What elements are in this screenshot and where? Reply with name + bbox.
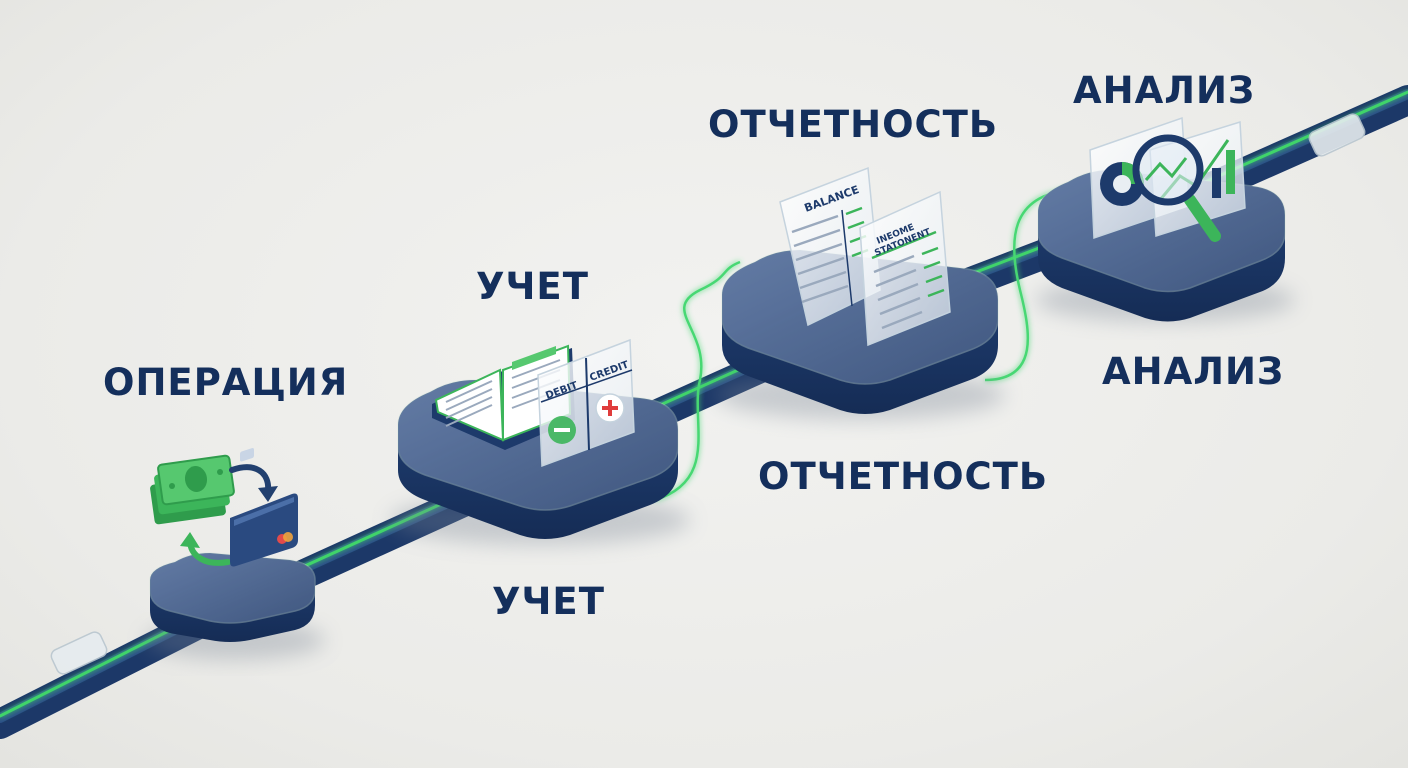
platform-operation: [145, 552, 325, 660]
green-wire-accounting-reporting: [654, 260, 741, 502]
cable-connector-right: [1308, 113, 1366, 157]
income-statement-document-icon: [859, 190, 951, 347]
exchange-arrow-icon: [180, 464, 278, 566]
reporting-label-top: ОТЧЕТНОСТЬ: [708, 103, 999, 146]
minus-icon: [548, 416, 576, 444]
cable-connector-left: [50, 631, 108, 675]
balance-document-icon: [779, 166, 881, 327]
debit-credit-panel: [537, 338, 635, 468]
money-icon: [150, 454, 235, 525]
reporting-label-bottom: ОТЧЕТНОСТЬ: [758, 455, 1049, 498]
analysis-label-top: АНАЛИЗ: [1073, 69, 1256, 112]
operation-label: ОПЕРАЦИЯ: [103, 361, 349, 404]
magnifier-icon: [1132, 134, 1221, 242]
accounting-label-bottom: УЧЕТ: [492, 580, 605, 623]
plus-icon: [595, 393, 625, 423]
accounting-label-top: УЧЕТ: [476, 265, 589, 308]
analysis-label-bottom: АНАЛИЗ: [1102, 350, 1285, 393]
credit-card-icon: [230, 448, 298, 567]
green-wire-reporting-analysis: [984, 188, 1071, 382]
